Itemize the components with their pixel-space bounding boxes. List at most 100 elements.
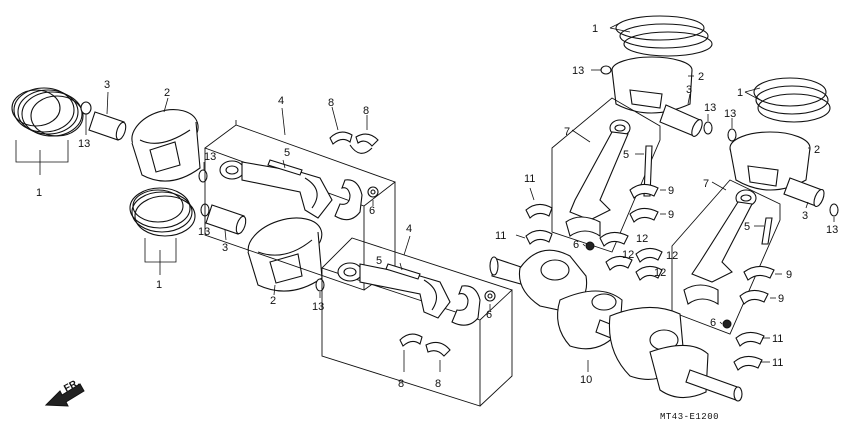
- main-bearing-9a[interactable]: [629, 183, 659, 199]
- callout-2: 2: [698, 71, 704, 83]
- piston-ring-set-right-top[interactable]: [615, 15, 713, 57]
- conrod-bearing-lower-a[interactable]: [399, 333, 423, 347]
- callout-11: 11: [772, 357, 783, 369]
- connecting-rod-right-upper[interactable]: [569, 119, 631, 221]
- main-bearing-12b[interactable]: [605, 255, 633, 271]
- callout-5: 5: [744, 221, 750, 233]
- callout-8: 8: [363, 105, 369, 117]
- callout-12: 12: [636, 233, 648, 245]
- callout-12: 12: [666, 250, 678, 262]
- connecting-rod-bolt-right-upper[interactable]: [643, 145, 653, 197]
- callout-5: 5: [376, 255, 382, 267]
- conrod-assembly-frame-right-upper: [551, 97, 661, 253]
- conrod-bearing-lower-b[interactable]: [425, 341, 451, 357]
- conrod-bearing-upper-a[interactable]: [329, 131, 353, 145]
- callout-6: 6: [573, 239, 579, 251]
- main-bearing-9c[interactable]: [743, 265, 775, 281]
- circlip-right-top[interactable]: [600, 65, 612, 75]
- callout-6: 6: [710, 317, 716, 329]
- rod-cap-upper[interactable]: [334, 179, 363, 221]
- diagram-reference-code: MT43-E1200: [660, 412, 719, 422]
- callout-2: 2: [270, 295, 276, 307]
- callout-4: 4: [406, 223, 412, 235]
- callout-13: 13: [198, 226, 210, 238]
- callout-7: 7: [564, 126, 570, 138]
- callout-1: 1: [36, 187, 42, 199]
- callout-3: 3: [104, 79, 110, 91]
- callout-3: 3: [686, 84, 692, 96]
- piston-pin-left-top[interactable]: [88, 111, 128, 141]
- piston-ring-set-left-top[interactable]: [11, 87, 84, 137]
- connecting-rod-bolt-lower[interactable]: [385, 263, 421, 280]
- crankshaft[interactable]: [489, 249, 743, 402]
- callout-8: 8: [435, 378, 441, 390]
- piston-pin-left-low[interactable]: [205, 204, 248, 235]
- circlip-left-mid[interactable]: [198, 169, 208, 183]
- callout-13: 13: [78, 138, 90, 150]
- callout-13: 13: [204, 151, 216, 163]
- callout-13: 13: [312, 301, 324, 313]
- circlip-right-low[interactable]: [829, 203, 839, 217]
- callout-13: 13: [724, 108, 736, 120]
- connecting-rod-upper[interactable]: [219, 160, 333, 219]
- main-bearing-12a[interactable]: [599, 231, 629, 247]
- callout-2: 2: [164, 87, 170, 99]
- circlip-left-bottom[interactable]: [315, 278, 325, 292]
- circlip-left-top[interactable]: [80, 101, 92, 115]
- conrod-bearing-upper-b[interactable]: [355, 133, 379, 147]
- circlip-right-mid[interactable]: [727, 128, 737, 142]
- callout-12: 12: [622, 249, 634, 261]
- callout-3: 3: [802, 210, 808, 222]
- callout-13: 13: [826, 224, 838, 236]
- circlip-right-top-b[interactable]: [703, 121, 713, 135]
- piston-pin-right-low[interactable]: [783, 177, 826, 208]
- callout-9: 9: [778, 293, 784, 305]
- main-bearing-11d[interactable]: [733, 355, 763, 371]
- connecting-rod-lower[interactable]: [337, 262, 451, 319]
- callout-9: 9: [668, 209, 674, 221]
- callout-2: 2: [814, 144, 820, 156]
- callout-4: 4: [278, 95, 284, 107]
- piston-ring-set-left-mid[interactable]: [129, 187, 196, 237]
- main-bearing-11c[interactable]: [735, 331, 765, 347]
- main-bearing-11b[interactable]: [525, 229, 553, 245]
- rod-cap-lower[interactable]: [451, 285, 481, 326]
- rod-nut-upper[interactable]: [367, 186, 379, 198]
- piston-left-low[interactable]: [242, 209, 328, 292]
- callout-11: 11: [524, 173, 535, 185]
- main-bearing-9d[interactable]: [739, 289, 769, 305]
- rod-nut-lower[interactable]: [484, 290, 496, 302]
- connecting-rod-right-lower[interactable]: [691, 189, 757, 283]
- callout-3: 3: [222, 242, 228, 254]
- rod-nut-right-upper[interactable]: [585, 241, 595, 251]
- piston-right-top[interactable]: [611, 56, 693, 114]
- callout-13: 13: [572, 65, 584, 77]
- piston-pin-right-top[interactable]: [659, 104, 704, 138]
- callout-7: 7: [703, 178, 709, 190]
- callout-11: 11: [495, 230, 506, 242]
- callout-11: 11: [772, 333, 783, 345]
- main-bearing-12c[interactable]: [635, 247, 663, 263]
- front-direction-arrow-icon: [44, 383, 85, 407]
- piston-left-top[interactable]: [126, 102, 204, 182]
- connecting-rod-bolt-right-lower[interactable]: [761, 217, 773, 245]
- conrod-assembly-frame-upper: [204, 120, 396, 291]
- main-bearing-9b[interactable]: [629, 207, 659, 223]
- callout-1: 1: [156, 279, 162, 291]
- callout-5: 5: [284, 147, 290, 159]
- callout-13: 13: [704, 102, 716, 114]
- callout-9: 9: [786, 269, 792, 281]
- rod-cap-right-upper[interactable]: [565, 216, 601, 238]
- callout-12: 12: [654, 267, 666, 279]
- callout-6: 6: [486, 309, 492, 321]
- rod-cap-right-lower[interactable]: [683, 284, 719, 305]
- main-bearing-12d[interactable]: [635, 265, 663, 281]
- callout-8: 8: [398, 378, 404, 390]
- callout-9: 9: [668, 185, 674, 197]
- callout-5: 5: [623, 149, 629, 161]
- callout-8: 8: [328, 97, 334, 109]
- piston-ring-set-right-low[interactable]: [753, 77, 831, 123]
- rod-nut-right-lower[interactable]: [722, 319, 732, 329]
- main-bearing-11a[interactable]: [525, 203, 553, 219]
